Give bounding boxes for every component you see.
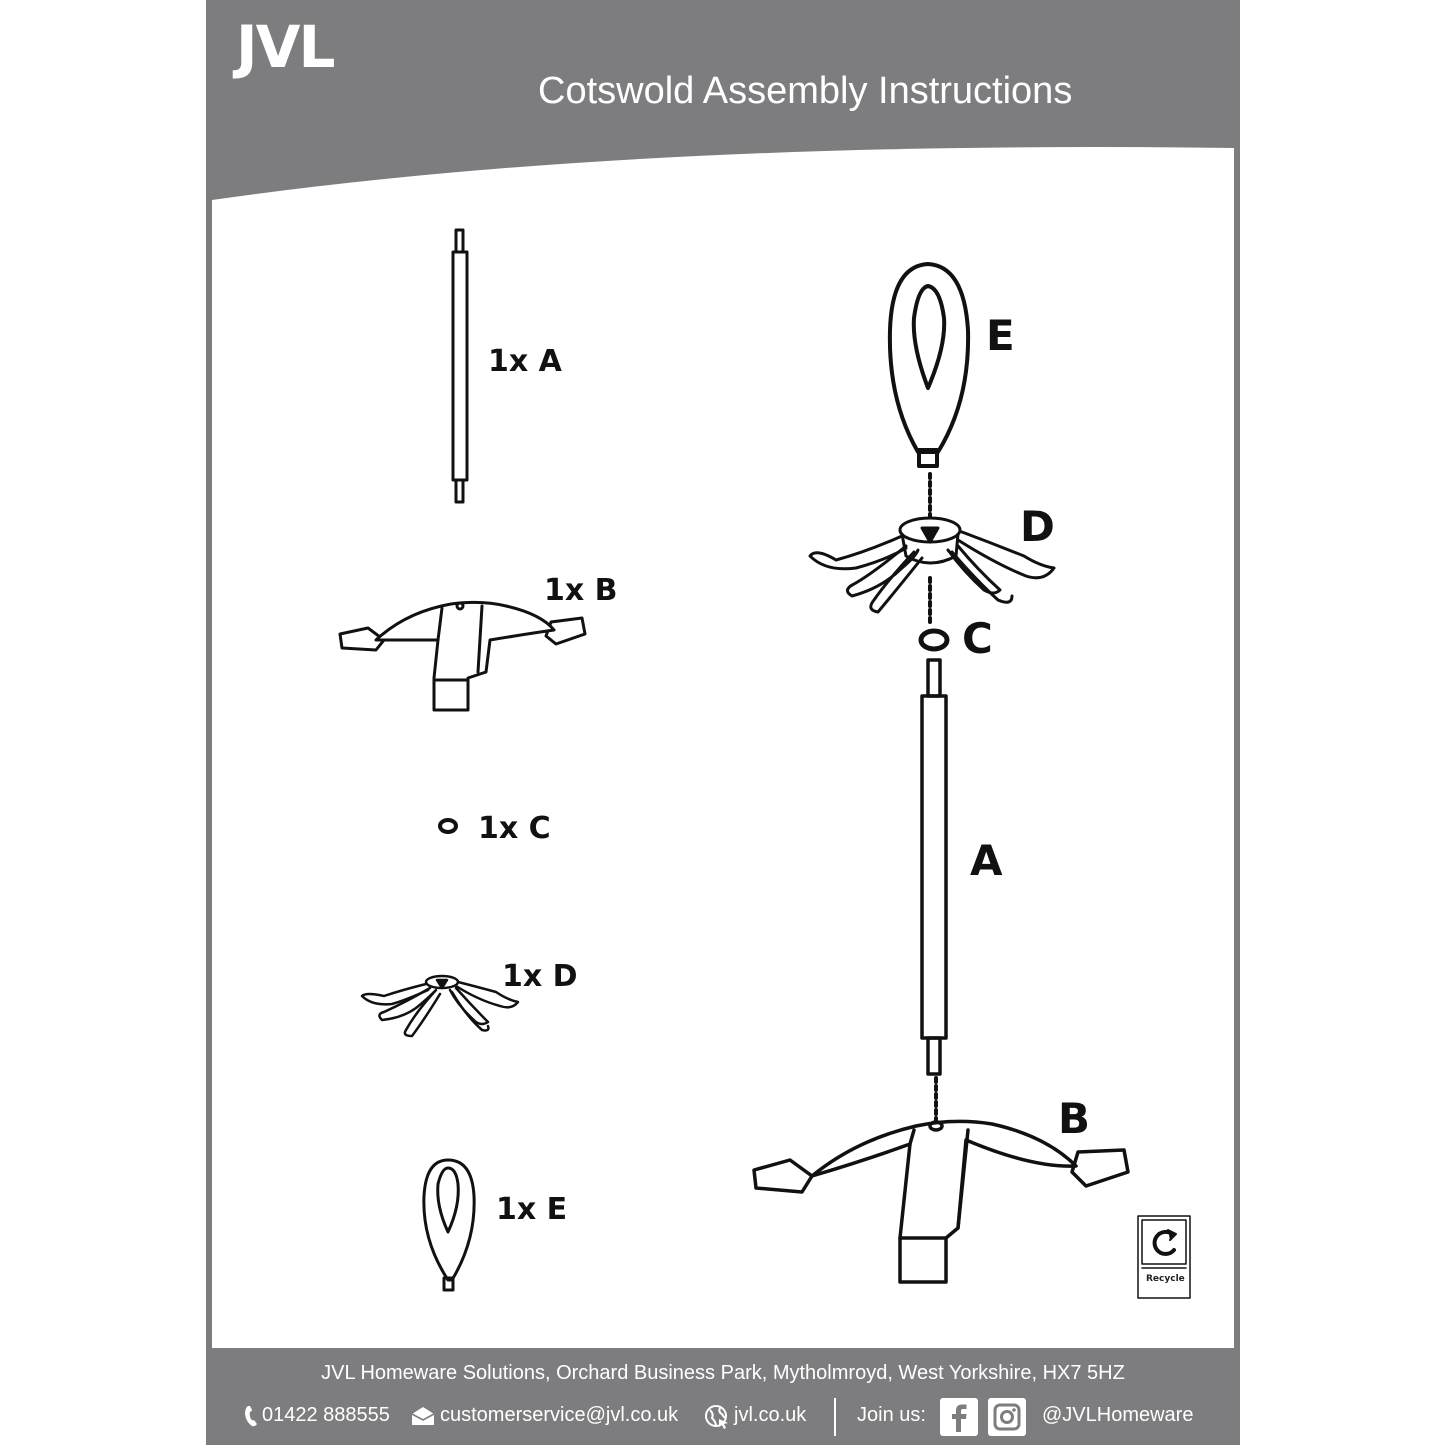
part-c-ring-drawing: [438, 818, 458, 834]
footer-phone[interactable]: 01422 888555: [262, 1404, 390, 1426]
footer-divider: [834, 1398, 836, 1436]
part-a-label: 1x A: [488, 344, 562, 379]
assembly-label-b: B: [1058, 1094, 1091, 1143]
assembly-connector-lines: [928, 472, 938, 1126]
facebook-icon[interactable]: [940, 1398, 978, 1436]
assembly-base-b: [752, 1119, 1130, 1284]
phone-icon: [245, 1406, 257, 1427]
globe-icon: [705, 1405, 728, 1429]
part-d-hooks-drawing: [360, 974, 520, 1038]
part-d-label: 1x D: [502, 959, 578, 994]
part-c-label: 1x C: [478, 811, 551, 846]
assembly-label-a: A: [970, 836, 1003, 885]
part-e-label: 1x E: [496, 1192, 568, 1227]
part-e-finial-drawing: [422, 1158, 476, 1292]
assembly-label-d: D: [1020, 502, 1055, 551]
part-b-base-drawing: [338, 600, 587, 712]
assembly-label-c: C: [962, 614, 993, 663]
assembly-finial-e: [887, 262, 971, 468]
footer-social-handle[interactable]: @JVLHomeware: [1042, 1404, 1194, 1426]
recycle-icon: [1152, 1229, 1177, 1256]
assembly-ring-c: [918, 628, 950, 652]
recycle-badge: [1137, 1215, 1191, 1299]
part-b-label: 1x B: [544, 573, 618, 608]
assembly-hooks-d: [808, 516, 1056, 614]
assembly-pole-a: [920, 658, 948, 1076]
instruction-sheet: JVL Cotswold Assembly Instructions: [206, 0, 1240, 1445]
recycle-label: Recycle: [1146, 1274, 1185, 1284]
footer-join-label: Join us:: [857, 1404, 926, 1426]
footer-website[interactable]: jvl.co.uk: [734, 1404, 807, 1426]
drawings-layer: [338, 228, 1191, 1299]
footer-email[interactable]: customerservice@jvl.co.uk: [440, 1404, 679, 1426]
assembly-label-e: E: [986, 311, 1015, 360]
instagram-icon[interactable]: [988, 1398, 1026, 1436]
part-a-pole-drawing: [451, 228, 469, 504]
document-title: Cotswold Assembly Instructions: [538, 70, 1073, 112]
brand-logo: JVL: [236, 13, 335, 81]
email-icon: [411, 1407, 435, 1425]
footer-address: JVL Homeware Solutions, Orchard Business…: [321, 1362, 1125, 1384]
